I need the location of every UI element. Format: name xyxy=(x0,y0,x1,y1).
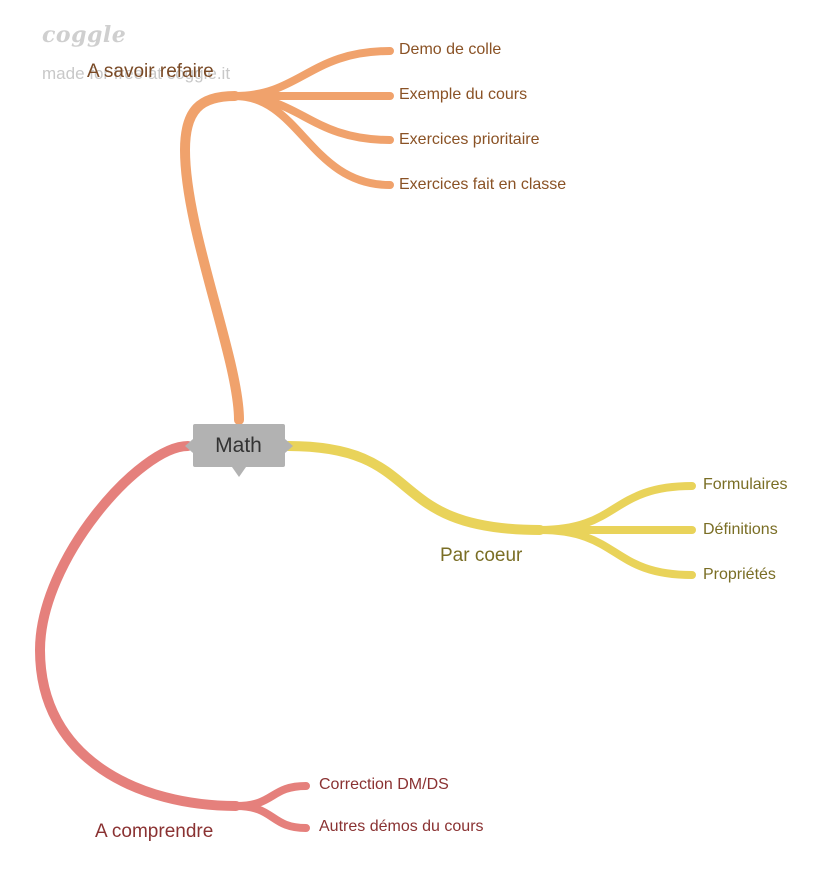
par-coeur-child-connectors xyxy=(536,482,696,579)
branch-a-savoir-refaire-label[interactable]: A savoir refaire xyxy=(87,61,214,82)
leaf-demo-de-colle[interactable]: Demo de colle xyxy=(399,41,502,58)
leaf-exercices-prioritaire[interactable]: Exercices prioritaire xyxy=(399,131,540,148)
coggle-logo: coggle xyxy=(42,22,127,48)
made-for-free-link[interactable]: made for free at coggle.it xyxy=(42,64,231,83)
leaf-formulaires[interactable]: Formulaires xyxy=(703,476,788,493)
branch-connector-a-comprendre xyxy=(34,441,241,811)
leaf-proprietes[interactable]: Propriétés xyxy=(703,566,776,583)
a-comprendre-child-connectors xyxy=(232,782,310,832)
branch-connector-par-coeur xyxy=(283,441,545,535)
center-node-shape xyxy=(185,424,293,477)
center-node[interactable]: Math xyxy=(192,424,285,467)
a-savoir-refaire-child-connectors xyxy=(231,47,394,189)
branch-connector-a-savoir-refaire xyxy=(179,91,244,425)
leaf-correction-dm-ds[interactable]: Correction DM/DS xyxy=(319,776,449,793)
leaf-definitions[interactable]: Définitions xyxy=(703,521,778,538)
branch-par-coeur-label[interactable]: Par coeur xyxy=(440,545,523,566)
leaf-exemple-du-cours[interactable]: Exemple du cours xyxy=(399,86,528,103)
leaf-exercices-fait-en-classe[interactable]: Exercices fait en classe xyxy=(399,176,567,193)
center-node-label: Math xyxy=(215,434,262,457)
leaf-autres-demos-du-cours[interactable]: Autres démos du cours xyxy=(319,818,484,835)
branch-a-comprendre-label[interactable]: A comprendre xyxy=(95,821,214,842)
